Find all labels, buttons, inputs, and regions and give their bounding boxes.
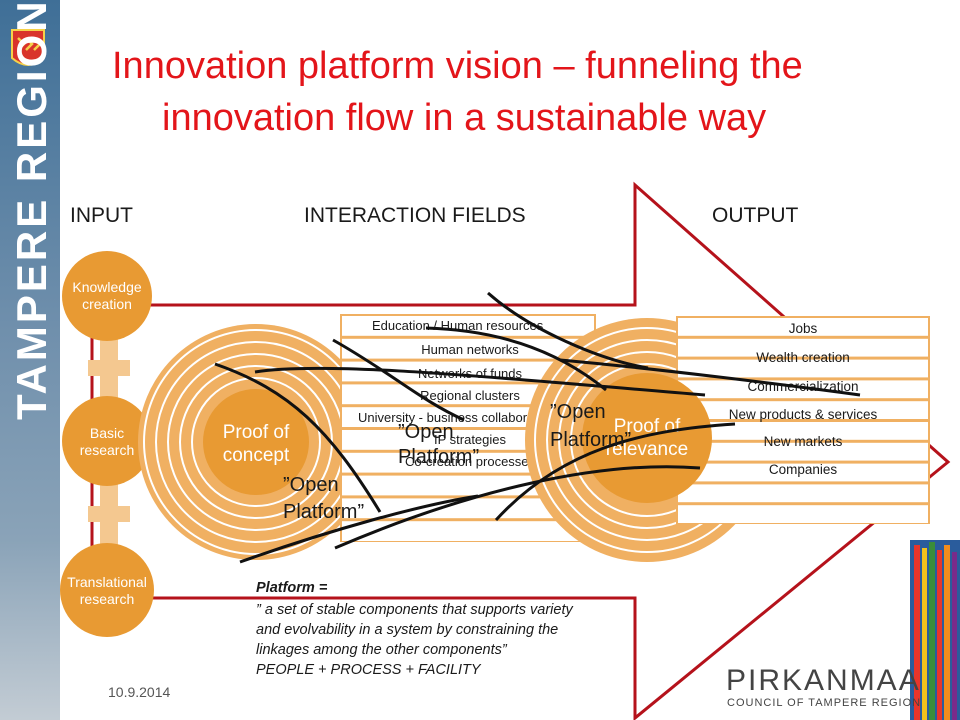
open-c-line-1: ”Open <box>283 474 339 496</box>
translational-research-circle: Translational research <box>60 543 154 637</box>
proof-concept-label-2: concept <box>223 445 290 466</box>
coat-of-arms-icon <box>11 29 45 66</box>
connector-plus-top <box>88 360 130 376</box>
sidebar: TAMPERE REGION <box>0 0 60 720</box>
field-row-stripe <box>342 521 594 541</box>
open-a-line-1: ”Open <box>398 421 454 443</box>
sidebar-brand-text: TAMPERE REGION <box>8 0 55 420</box>
output-row-stripe <box>678 442 928 461</box>
open-b-line-1: ”Open <box>550 401 606 423</box>
open-a-line-2: Platform” <box>398 446 479 468</box>
output-row-stripe <box>678 380 928 399</box>
definition-line-4: PEOPLE + PROCESS + FACILITY <box>256 662 482 678</box>
interaction-field-item: Human networks <box>421 342 519 357</box>
curve-8 <box>334 465 701 550</box>
field-row-stripe <box>342 475 594 496</box>
funnel-curves <box>214 291 861 564</box>
open-c-line-2: Platform” <box>283 501 364 523</box>
output-field-item: New markets <box>764 434 843 449</box>
definition-line-1: ” a set of stable components that suppor… <box>256 602 573 618</box>
input-header: INPUT <box>70 204 133 227</box>
output-row-stripe <box>678 401 928 419</box>
curve-1 <box>214 362 382 513</box>
translational-label-1: Translational <box>67 574 147 590</box>
knowledge-label-2: creation <box>82 296 132 312</box>
sidebar-background <box>0 0 60 720</box>
curve-9 <box>494 422 736 522</box>
output-row-stripe <box>678 318 928 336</box>
translational-label-2: research <box>80 591 134 607</box>
curve-2 <box>254 366 706 397</box>
field-row-stripe <box>342 498 594 519</box>
basic-research-circle: Basic research <box>62 396 152 486</box>
slide-date: 10.9.2014 <box>108 684 170 700</box>
interaction-field-item: Regional clusters <box>420 388 520 403</box>
field-row-stripe <box>342 316 594 336</box>
field-row-stripe <box>342 361 594 382</box>
proof-concept-label-1: Proof of <box>223 422 290 443</box>
platform-definition: Platform = ” a set of stable components … <box>256 580 573 678</box>
basic-label-1: Basic <box>90 425 124 441</box>
pirkanmaa-logo: PIRKANMAA COUNCIL OF TAMPERE REGION <box>726 664 921 709</box>
output-row-stripe <box>678 505 928 523</box>
definition-line-3: linkages among the other components” <box>256 642 508 658</box>
interaction-field-item: IP strategies <box>434 432 507 447</box>
logo-sub-text: COUNCIL OF TAMPERE REGION <box>727 697 921 709</box>
interaction-field-item: Co-creation processes <box>405 454 536 469</box>
curve-7 <box>239 494 479 564</box>
basic-label-2: research <box>80 442 134 458</box>
output-row-stripe <box>678 359 928 378</box>
output-field-item: Wealth creation <box>756 350 850 365</box>
open-b-line-2: Platform” <box>550 429 631 451</box>
field-row-stripe <box>342 338 594 359</box>
output-row-stripe <box>678 484 928 503</box>
output-header: OUTPUT <box>712 204 799 227</box>
slide-title-line-1: Innovation platform vision – funneling t… <box>112 45 803 87</box>
knowledge-creation-circle: Knowledge creation <box>62 251 152 341</box>
definition-line-2: and evolvability in a system by constrai… <box>256 622 558 638</box>
definition-title: Platform = <box>256 580 328 596</box>
output-field-item: New products & services <box>729 407 878 422</box>
open-platform-label-b: ”Open Platform” <box>550 401 631 451</box>
knowledge-label-1: Knowledge <box>72 279 141 295</box>
output-field-item: Jobs <box>789 321 818 336</box>
output-row-stripe <box>678 338 928 357</box>
interaction-fields-header: INTERACTION FIELDS <box>304 204 526 227</box>
connector-plus-bottom <box>88 506 130 522</box>
slide-title-line-2: innovation flow in a sustainable way <box>162 97 766 139</box>
interaction-field-item: Education / Human resources <box>372 318 544 333</box>
open-platform-label-c: ”Open Platform” <box>283 474 364 523</box>
field-row-stripe <box>342 384 594 405</box>
big-arrow-outline <box>90 181 951 720</box>
proof-relevance-label-2: relevance <box>606 439 688 460</box>
output-row-stripe <box>678 422 928 440</box>
logo-main-text: PIRKANMAA <box>726 664 921 697</box>
curve-6 <box>559 358 861 397</box>
proof-of-concept-circle: Proof of concept <box>203 389 309 495</box>
curve-4 <box>425 326 607 392</box>
curve-5 <box>487 291 649 370</box>
open-platform-label-a: ”Open Platform” <box>398 421 479 468</box>
output-field-item: Companies <box>769 462 838 477</box>
output-row-stripe <box>678 463 928 482</box>
curve-3 <box>332 338 465 422</box>
decorative-color-bars <box>910 540 960 720</box>
